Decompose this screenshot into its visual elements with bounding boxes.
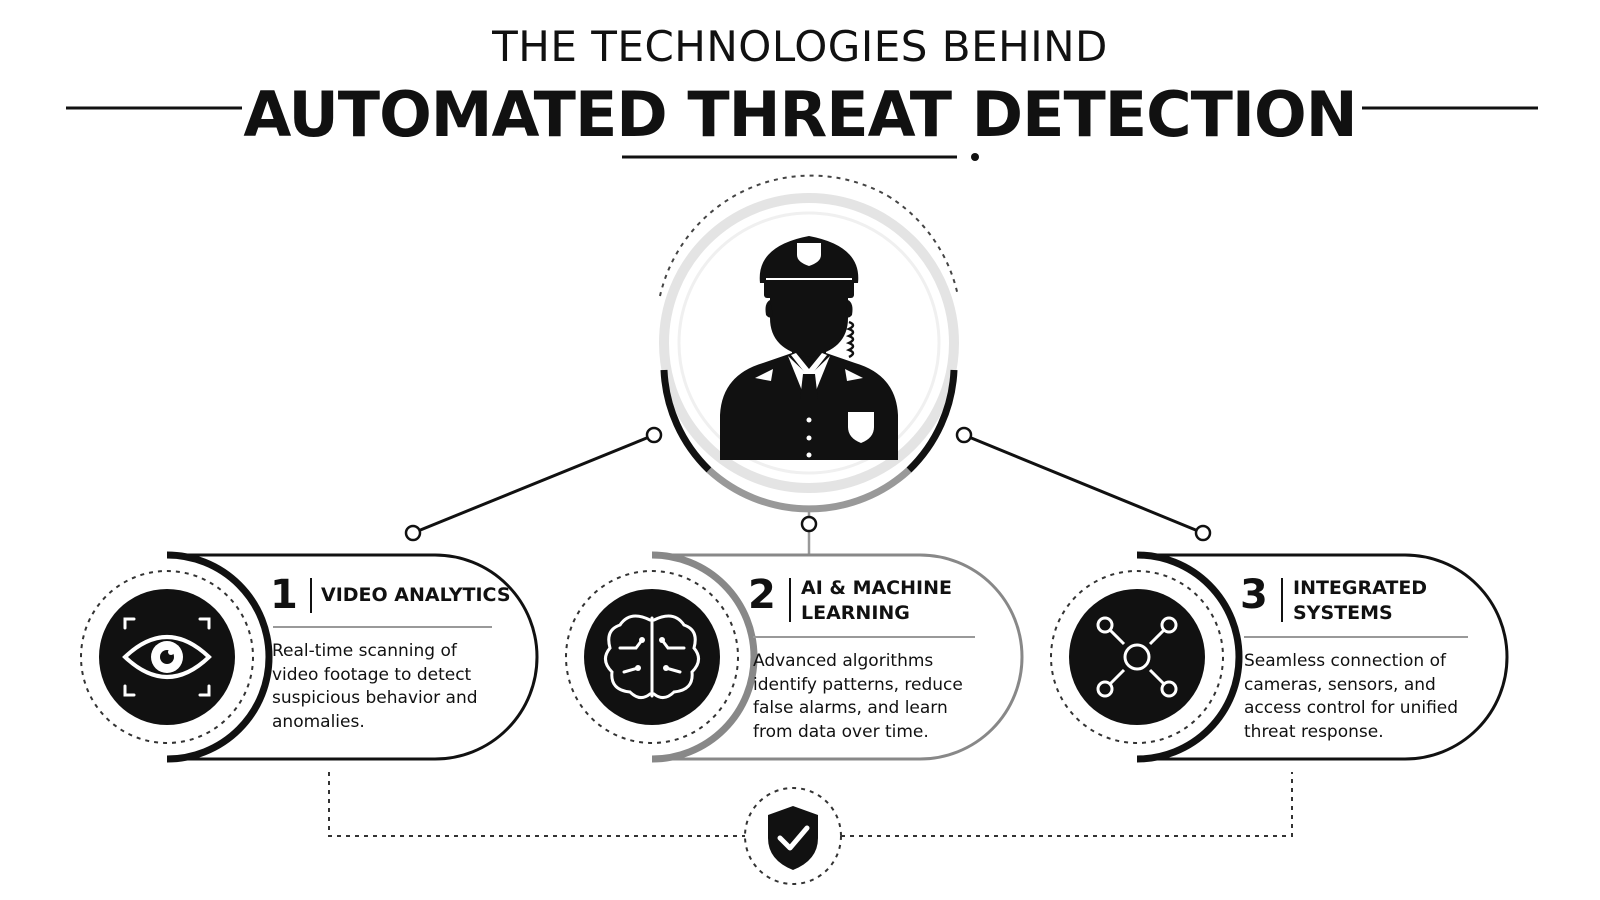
card-2-title: AI & MACHINE LEARNING (801, 577, 952, 624)
shield-check-icon (744, 787, 842, 885)
card-1-title: VIDEO ANALYTICS (321, 584, 511, 606)
eye-icon (122, 617, 212, 697)
card-1-description: Real-time scanning of video footage to d… (272, 641, 478, 732)
security-guard-icon (720, 236, 898, 460)
card-1-number: 1 (270, 572, 298, 618)
card-3-number: 3 (1240, 572, 1268, 618)
card-2-description: Advanced algorithms identify patterns, r… (753, 651, 963, 742)
page-title: AUTOMATED THREAT DETECTION (243, 78, 1357, 151)
card-3-description: Seamless connection of cameras, sensors,… (1244, 651, 1459, 742)
title-underline-dot (971, 153, 979, 161)
card-3-title: INTEGRATED SYSTEMS (1293, 577, 1428, 624)
connector-lines (404, 426, 1212, 560)
network-hub-icon (1096, 616, 1178, 698)
card-2-number: 2 (748, 572, 776, 618)
header-subtitle: THE TECHNOLOGIES BEHIND (492, 22, 1108, 71)
brain-circuit-icon (604, 614, 700, 699)
card-integrated-systems (1050, 551, 1509, 763)
